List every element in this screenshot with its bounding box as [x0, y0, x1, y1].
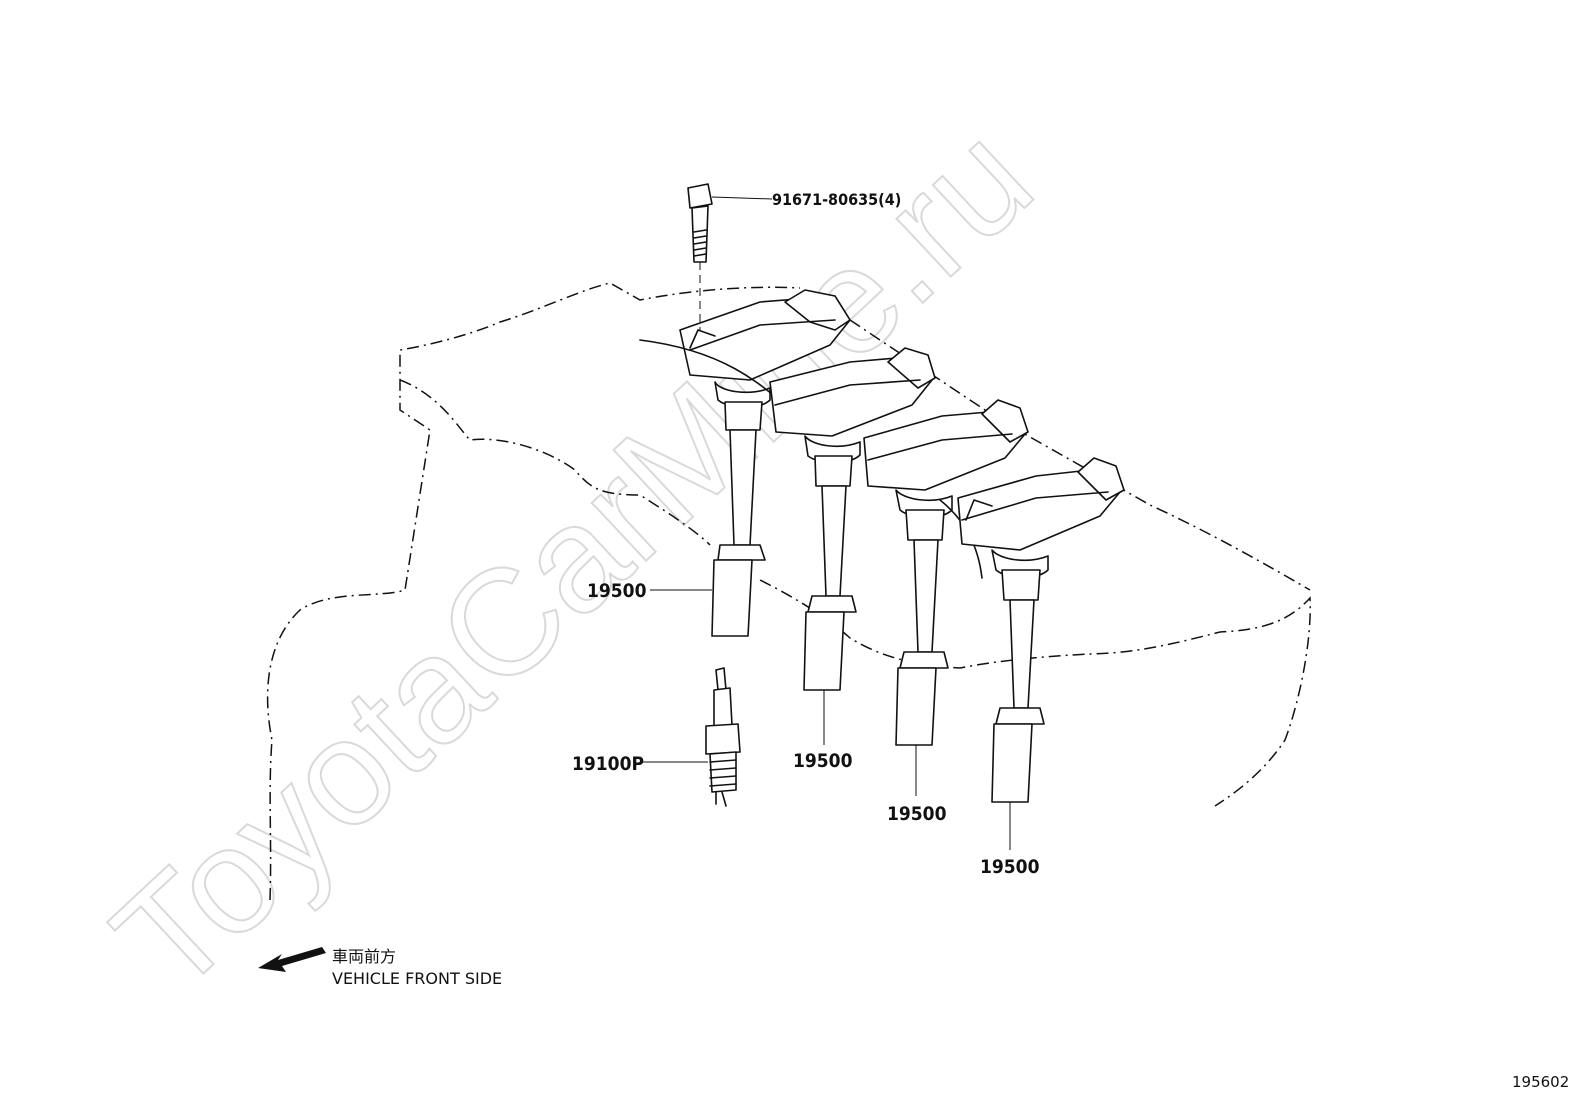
bolt-part-number: 91671-80635(4): [772, 190, 901, 209]
engine-outline: [266, 282, 1311, 901]
diagram-number: 195602: [1512, 1073, 1569, 1091]
ignition-coil-1: [639, 289, 851, 637]
ignition-coil-2: [769, 347, 936, 691]
front-side-japanese: 車両前方: [332, 947, 396, 966]
spark-plug: [705, 667, 741, 807]
coil-part-number-2: 19500: [793, 750, 853, 772]
coil-part-number-4: 19500: [980, 856, 1040, 878]
leader-lines: [642, 196, 1011, 850]
ignition-coil-4: [957, 457, 1125, 803]
coil-part-number-1: 19500: [587, 580, 647, 602]
spark-plug-part-number: 19100P: [572, 753, 644, 775]
coil-part-number-3: 19500: [887, 803, 947, 825]
ignition-coil-3: [863, 399, 1029, 746]
front-side-english: VEHICLE FRONT SIDE: [332, 969, 502, 988]
front-arrow-icon: [258, 947, 326, 972]
bolt: [687, 183, 713, 330]
